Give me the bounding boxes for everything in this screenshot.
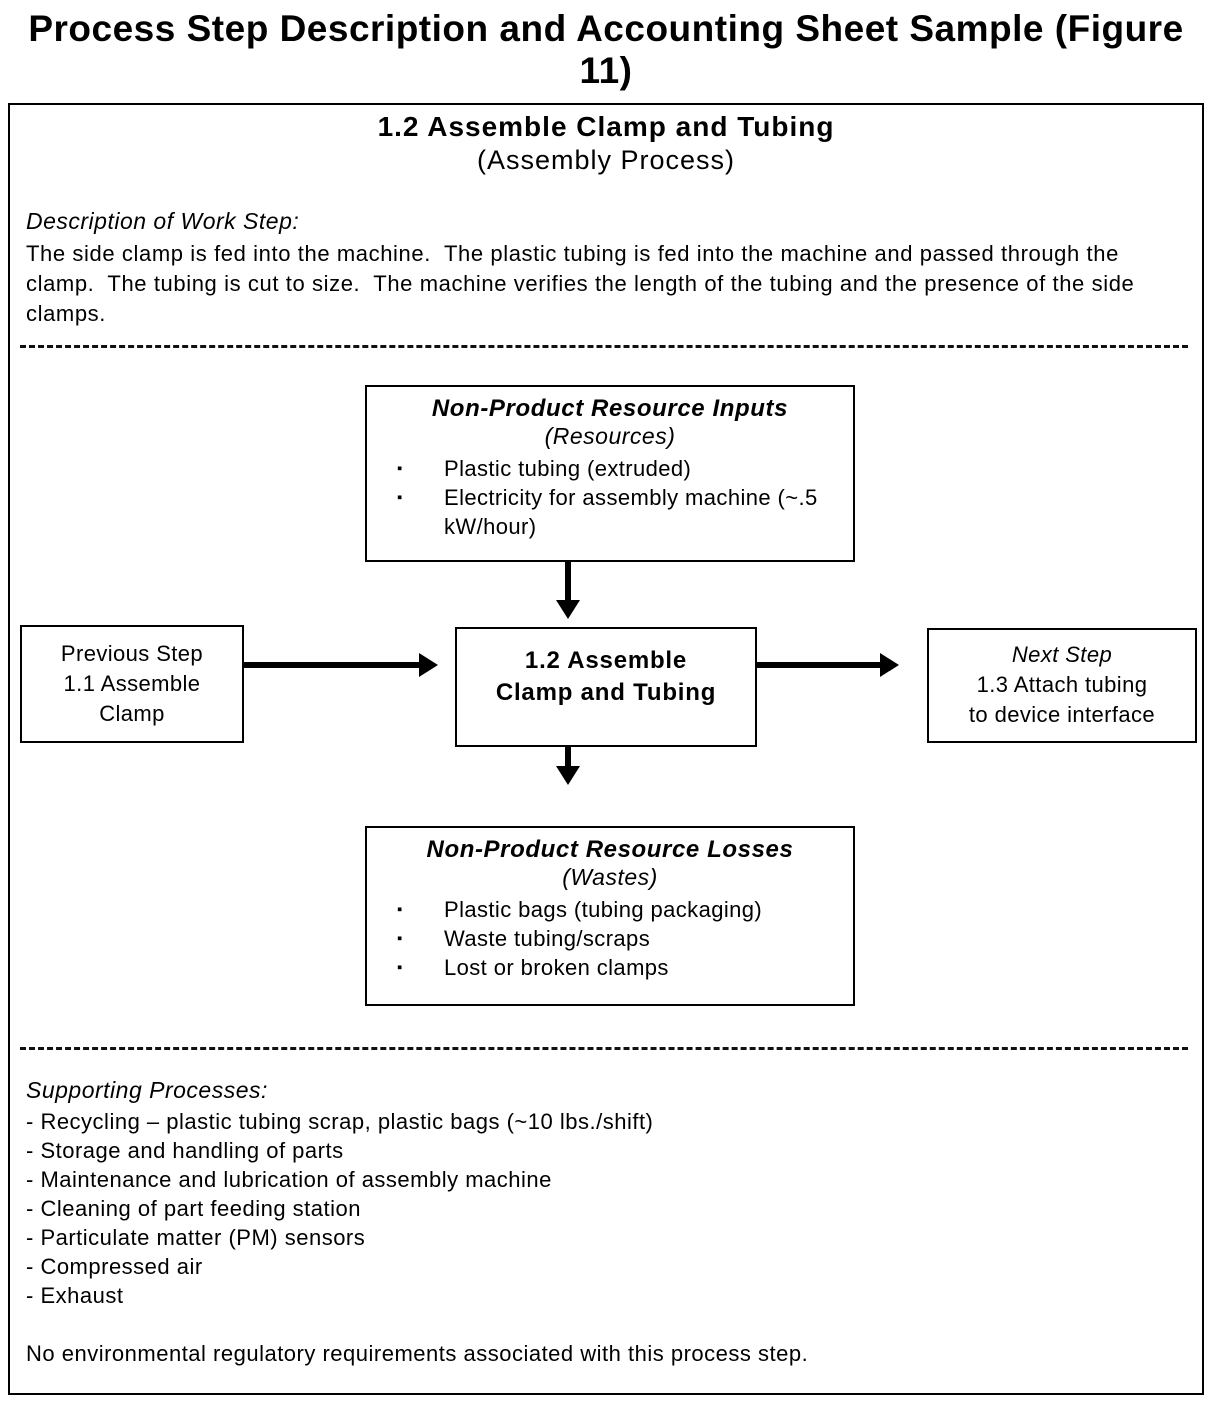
list-item: - Recycling – plastic tubing scrap, plas… bbox=[26, 1109, 654, 1134]
inputs-box: Non-Product Resource Inputs (Resources) … bbox=[365, 385, 855, 562]
list-item: ▪ Electricity for assembly machine (~.5 … bbox=[367, 483, 853, 541]
losses-list: ▪ Plastic bags (tubing packaging) ▪ Wast… bbox=[367, 895, 853, 982]
description-label: Description of Work Step: bbox=[26, 208, 300, 234]
arrow-current-to-next-icon bbox=[757, 653, 899, 677]
losses-box-title: Non-Product Resource Losses bbox=[426, 836, 794, 863]
list-item: ▪ Plastic bags (tubing packaging) bbox=[367, 895, 853, 924]
square-bullet-icon: ▪ bbox=[397, 959, 403, 976]
page-title: Process Step Description and Accounting … bbox=[28, 8, 1184, 91]
list-item: ▪ Waste tubing/scraps bbox=[367, 924, 853, 953]
arrow-shaft bbox=[565, 747, 571, 767]
arrow-previous-to-current-icon bbox=[244, 653, 438, 677]
sheet-heading: 1.2 Assemble Clamp and Tubing bbox=[377, 111, 835, 142]
supporting-processes-label: Supporting Processes: bbox=[26, 1077, 268, 1103]
arrow-shaft bbox=[565, 561, 571, 601]
list-item: ▪ Lost or broken clamps bbox=[367, 953, 853, 982]
list-item: - Exhaust bbox=[26, 1283, 124, 1308]
arrow-shaft bbox=[244, 662, 420, 668]
inputs-list: ▪ Plastic tubing (extruded) ▪ Electricit… bbox=[367, 454, 853, 541]
next-step-box: Next Step 1.3 Attach tubing to device in… bbox=[927, 628, 1197, 743]
square-bullet-icon: ▪ bbox=[397, 460, 403, 477]
next-step-line: 1.3 Attach tubing bbox=[976, 672, 1148, 697]
dashed-divider-top bbox=[20, 345, 1188, 348]
description-text: The side clamp is fed into the machine. … bbox=[26, 241, 1142, 326]
arrow-shaft bbox=[757, 662, 881, 668]
losses-box-subtitle: (Wastes) bbox=[562, 864, 658, 890]
previous-step-line: 1.1 Assemble bbox=[63, 671, 201, 696]
list-item: - Compressed air bbox=[26, 1254, 203, 1279]
current-step-line: Clamp and Tubing bbox=[495, 679, 717, 706]
previous-step-line: Clamp bbox=[99, 701, 165, 726]
arrow-head bbox=[556, 766, 580, 785]
list-item: - Particulate matter (PM) sensors bbox=[26, 1225, 366, 1250]
sheet-subheading: (Assembly Process) bbox=[476, 145, 736, 175]
list-item: - Storage and handling of parts bbox=[26, 1138, 344, 1163]
inputs-box-subtitle: (Resources) bbox=[544, 423, 676, 449]
square-bullet-icon: ▪ bbox=[397, 489, 403, 506]
arrow-head bbox=[880, 653, 899, 677]
square-bullet-icon: ▪ bbox=[397, 930, 403, 947]
arrow-head bbox=[556, 600, 580, 619]
supporting-processes-list: - Recycling – plastic tubing scrap, plas… bbox=[26, 1107, 1176, 1310]
list-item: - Maintenance and lubrication of assembl… bbox=[26, 1167, 552, 1192]
list-item: - Cleaning of part feeding station bbox=[26, 1196, 361, 1221]
next-step-line: to device interface bbox=[968, 702, 1156, 727]
arrow-inputs-to-step-icon bbox=[555, 561, 581, 619]
previous-step-box: Previous Step 1.1 Assemble Clamp bbox=[20, 625, 244, 743]
losses-box: Non-Product Resource Losses (Wastes) ▪ P… bbox=[365, 826, 855, 1006]
list-item-text: Lost or broken clamps bbox=[444, 955, 669, 980]
list-item-text: Waste tubing/scraps bbox=[444, 926, 651, 951]
next-step-label: Next Step bbox=[1011, 642, 1113, 667]
inputs-box-title: Non-Product Resource Inputs bbox=[431, 395, 789, 422]
previous-step-line: Previous Step bbox=[60, 641, 204, 666]
square-bullet-icon: ▪ bbox=[397, 901, 403, 918]
current-step-line: 1.2 Assemble bbox=[524, 647, 688, 674]
process-step-sheet: 1.2 Assemble Clamp and Tubing (Assembly … bbox=[8, 103, 1204, 1395]
arrow-step-to-losses-icon bbox=[555, 747, 581, 785]
list-item-text: Electricity for assembly machine (~.5 kW… bbox=[444, 485, 818, 539]
arrow-head bbox=[419, 653, 438, 677]
list-item-text: Plastic tubing (extruded) bbox=[444, 456, 692, 481]
regulatory-note: No environmental regulatory requirements… bbox=[26, 1341, 809, 1366]
dashed-divider-bottom bbox=[20, 1047, 1188, 1050]
list-item: ▪ Plastic tubing (extruded) bbox=[367, 454, 853, 483]
list-item-text: Plastic bags (tubing packaging) bbox=[444, 897, 763, 922]
current-step-box: 1.2 Assemble Clamp and Tubing bbox=[455, 627, 757, 747]
